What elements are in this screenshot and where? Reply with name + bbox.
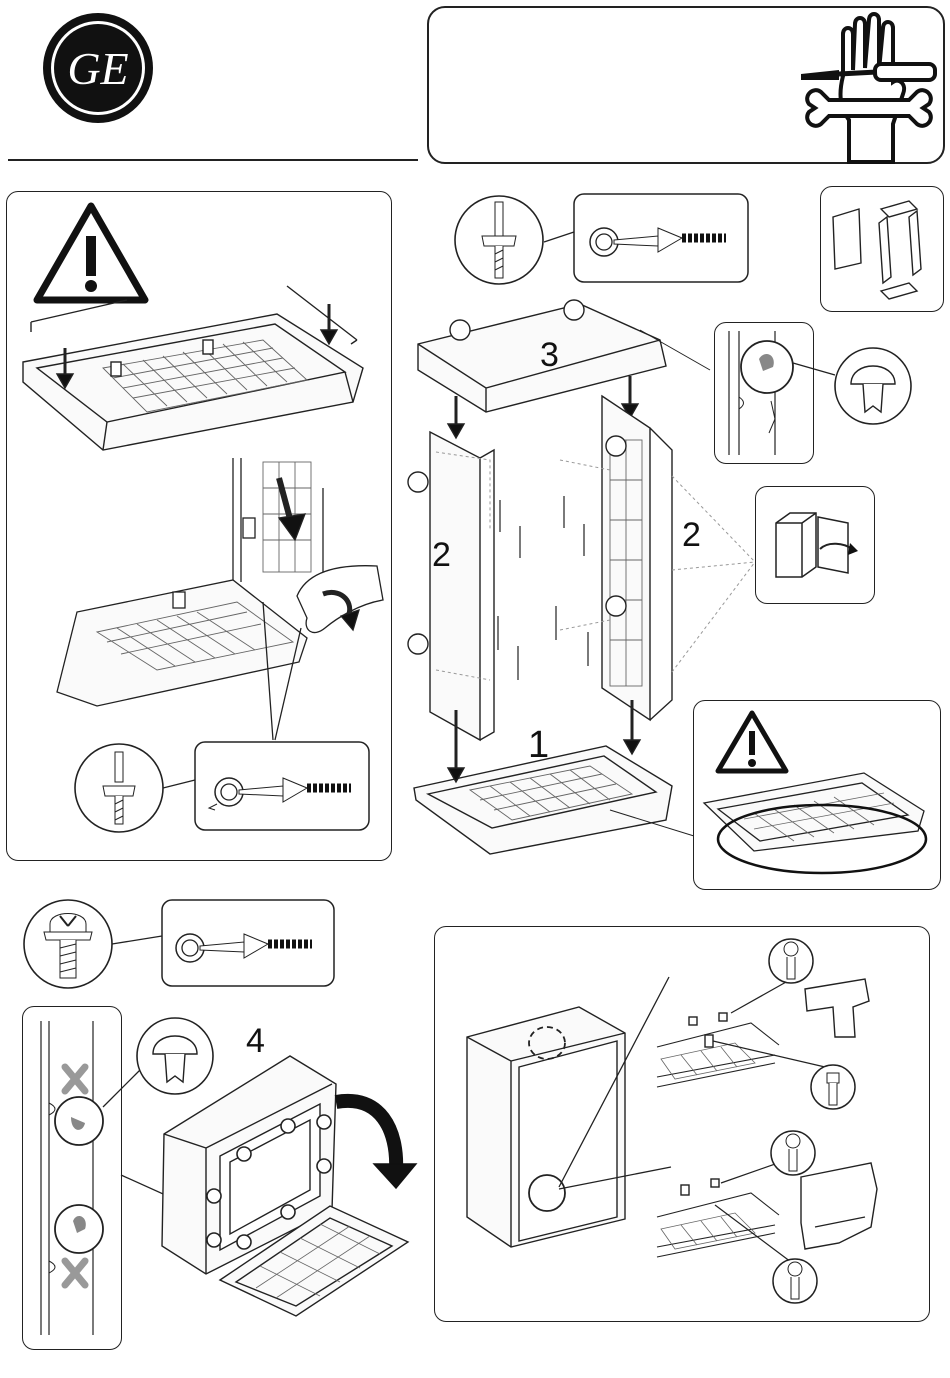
step-label-bottom: 1 bbox=[528, 724, 549, 767]
warning-tray-box bbox=[693, 700, 941, 890]
screw-washer-icon bbox=[24, 900, 162, 988]
logo-text: GE bbox=[67, 43, 128, 94]
step-label-top: 3 bbox=[540, 336, 559, 375]
clip-detail-box bbox=[714, 322, 814, 464]
screw-washer-icon bbox=[75, 744, 195, 832]
torque-screwdriver-icon bbox=[195, 742, 369, 830]
parts-box bbox=[820, 186, 944, 312]
step-label-side-right: 2 bbox=[682, 516, 701, 555]
screw-washer-icon bbox=[455, 196, 574, 284]
wall-mount-illustration bbox=[435, 927, 929, 1321]
torque-screwdriver-icon bbox=[162, 900, 334, 986]
ge-logo: GE bbox=[42, 12, 154, 124]
ge-monogram-logo-icon: GE bbox=[42, 12, 154, 124]
torque-screwdriver-icon bbox=[574, 194, 748, 282]
lower-screw-torque-group bbox=[20, 896, 340, 996]
header-title-box bbox=[427, 6, 945, 164]
enclosure-parts-icon bbox=[821, 187, 943, 311]
clip-orientation-drawing bbox=[23, 1007, 121, 1349]
hand-screwdriver-wrench-icon bbox=[799, 12, 949, 162]
door-fold-icon bbox=[756, 487, 874, 603]
warning-triangle-icon bbox=[718, 713, 786, 771]
warning-triangle-icon bbox=[37, 206, 145, 300]
plastic-clip-icon bbox=[833, 346, 913, 426]
top-screw-torque-group bbox=[454, 190, 754, 290]
header-rule bbox=[8, 159, 418, 161]
bottom-assembly-illustration bbox=[7, 192, 391, 860]
clip-detail-drawing bbox=[715, 323, 813, 463]
door-fold-box bbox=[755, 486, 875, 604]
exploded-enclosure-illustration bbox=[410, 300, 700, 860]
panel-bottom-assembly bbox=[6, 191, 392, 861]
panel-wall-mount bbox=[434, 926, 930, 1322]
clip-orientation-box bbox=[22, 1006, 122, 1350]
warning-tray-drawing bbox=[694, 701, 940, 889]
bottom-tray-drawing bbox=[23, 286, 363, 450]
step-label-side-left: 2 bbox=[432, 536, 451, 575]
clip-insertion-drawing bbox=[57, 458, 383, 740]
flip-enclosure-illustration bbox=[160, 1050, 430, 1350]
